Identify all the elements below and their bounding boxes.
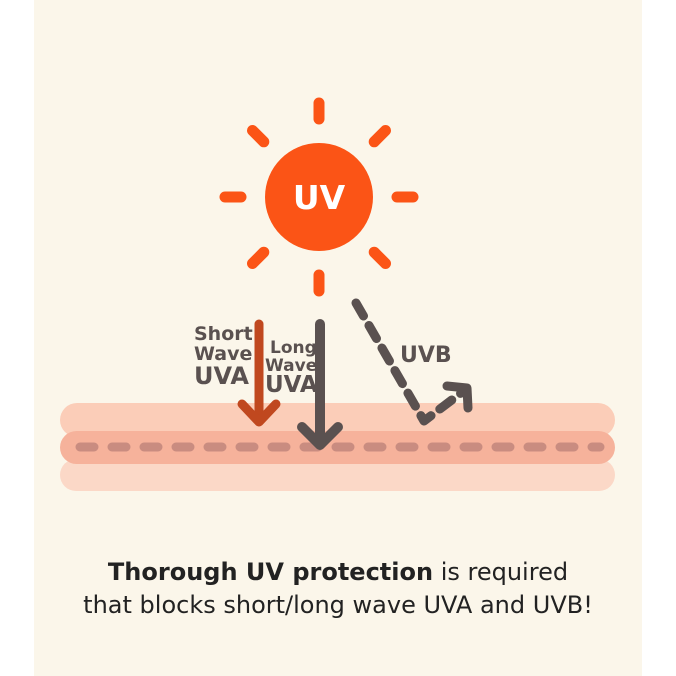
caption-line1-rest: is required bbox=[433, 558, 569, 586]
sun-icon: UV bbox=[219, 97, 419, 297]
caption: Thorough UV protection is required that … bbox=[0, 556, 676, 622]
short-wave-uva-arrow-icon bbox=[237, 319, 281, 427]
uvb-label: UVB bbox=[400, 343, 452, 368]
long-wave-label-line2: Wave bbox=[265, 356, 317, 376]
skin-layer-bottom bbox=[60, 459, 615, 491]
long-wave-uva-arrow-icon bbox=[297, 319, 343, 450]
sun-label: UV bbox=[293, 178, 346, 217]
caption-line1: Thorough UV protection is required bbox=[0, 556, 676, 589]
long-wave-label-line3: UVA bbox=[265, 372, 318, 398]
sun-ray bbox=[247, 246, 270, 269]
uvb-arrow-icon bbox=[351, 298, 473, 426]
sun-ray bbox=[368, 125, 391, 148]
short-wave-label-line2: Wave bbox=[194, 343, 252, 365]
sun-ray bbox=[368, 246, 391, 269]
skin-layer-top bbox=[60, 403, 615, 437]
short-wave-label-line1: Short bbox=[194, 323, 253, 345]
diagram-background bbox=[34, 0, 642, 676]
sun-disc bbox=[265, 143, 373, 251]
long-wave-label-line1: Long bbox=[270, 338, 317, 358]
sun-ray bbox=[247, 125, 270, 148]
caption-line2: that blocks short/long wave UVA and UVB! bbox=[83, 591, 593, 619]
short-wave-label-line3: UVA bbox=[194, 362, 249, 390]
caption-emphasis: Thorough UV protection bbox=[107, 558, 434, 586]
